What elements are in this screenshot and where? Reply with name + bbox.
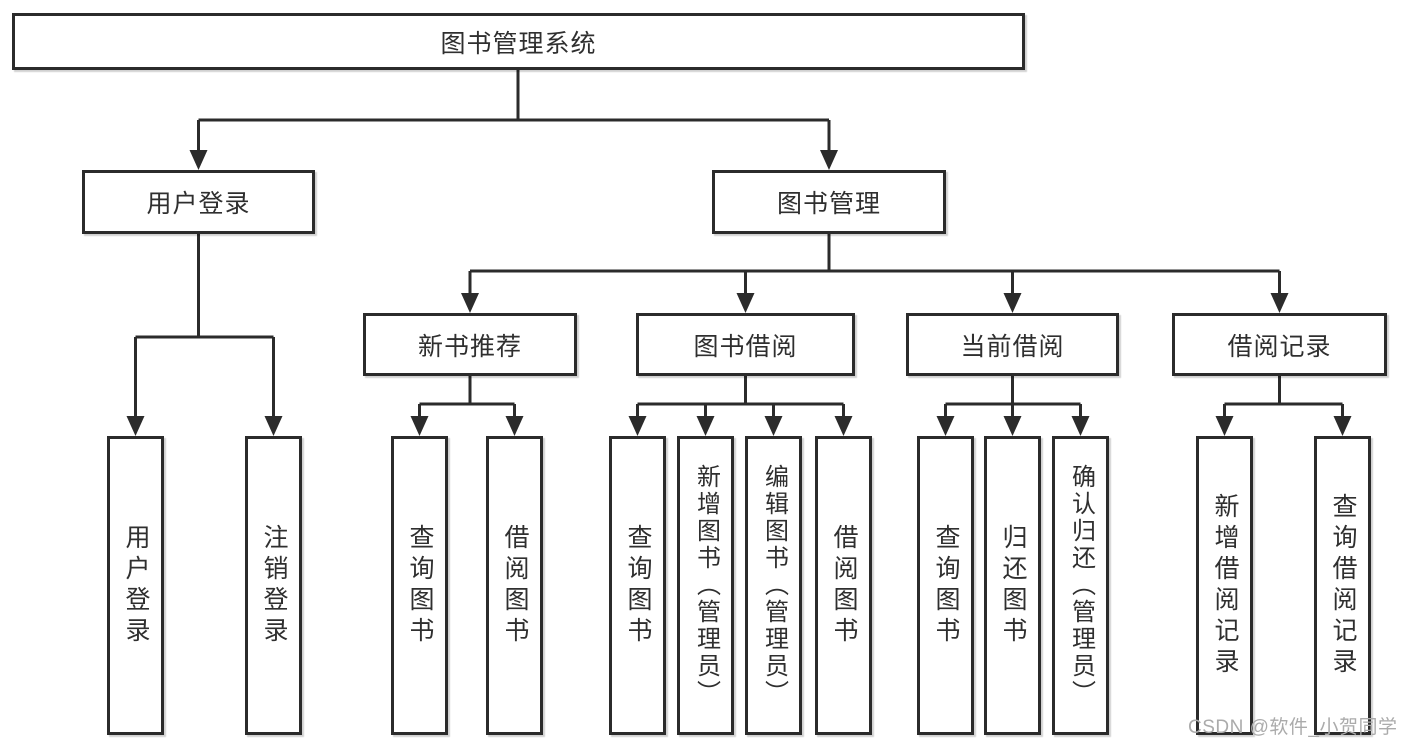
node-root-system: 图书管理系统 bbox=[12, 13, 1025, 70]
leaf-newbook-query-books: 查询图书 bbox=[391, 436, 448, 735]
watermark-text: CSDN @软件_小贺同学 bbox=[1188, 717, 1398, 738]
leaf-user-login: 用户登录 bbox=[107, 436, 164, 735]
leaf-current-confirm-return-admin: 确认归还（管理员） bbox=[1052, 436, 1109, 735]
leaf-records-query-record: 查询借阅记录 bbox=[1314, 436, 1371, 735]
node-new-book-recommend: 新书推荐 bbox=[363, 313, 577, 376]
leaf-borrow-borrow-books: 借阅图书 bbox=[815, 436, 872, 735]
node-user-login: 用户登录 bbox=[82, 170, 315, 234]
leaf-current-query-books: 查询图书 bbox=[917, 436, 974, 735]
node-current-borrow: 当前借阅 bbox=[906, 313, 1119, 376]
arrowhead-icons bbox=[126, 150, 1352, 436]
leaf-records-add-record: 新增借阅记录 bbox=[1196, 436, 1253, 735]
node-book-management: 图书管理 bbox=[712, 170, 946, 234]
node-borrow-records: 借阅记录 bbox=[1172, 313, 1387, 376]
leaf-logout: 注销登录 bbox=[245, 436, 302, 735]
leaf-borrow-edit-books-admin: 编辑图书（管理员） bbox=[745, 436, 802, 735]
leaf-borrow-query-books: 查询图书 bbox=[609, 436, 666, 735]
leaf-newbook-borrow-books: 借阅图书 bbox=[486, 436, 543, 735]
leaf-borrow-add-books-admin: 新增图书（管理员） bbox=[677, 436, 734, 735]
node-book-borrow: 图书借阅 bbox=[636, 313, 855, 376]
leaf-current-return-books: 归还图书 bbox=[984, 436, 1041, 735]
